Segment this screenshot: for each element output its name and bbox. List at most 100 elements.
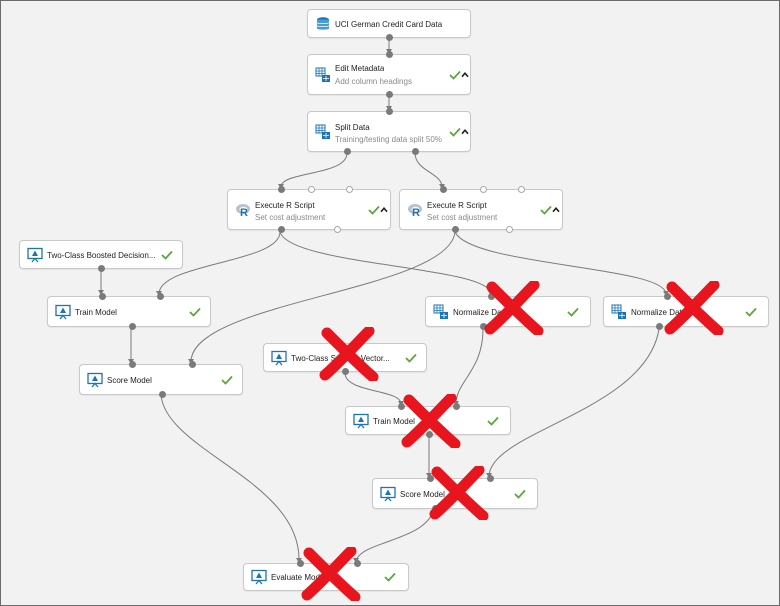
- check-icon: [449, 70, 461, 80]
- input-port[interactable]: [297, 560, 304, 567]
- edge-split-r1: [280, 152, 348, 188]
- input-port[interactable]: [346, 186, 353, 193]
- module-score-model-1[interactable]: Score Model: [79, 361, 243, 398]
- input-port[interactable]: [99, 293, 106, 300]
- module-split-data[interactable]: Split Data Training/testing data split 5…: [307, 108, 471, 155]
- module-normalize-data-1[interactable]: Normalize Data: [425, 293, 591, 330]
- module-comment: Add column headings: [335, 77, 412, 86]
- collapse-caret-icon[interactable]: [461, 128, 469, 134]
- output-port[interactable]: [342, 368, 349, 375]
- module-uci-german-credit-data[interactable]: UCI German Credit Card Data: [307, 9, 471, 41]
- table-transform-icon: [315, 124, 330, 139]
- module-execute-r-script-1[interactable]: R Execute R Script Set cost adjustment: [227, 186, 391, 233]
- output-port-right[interactable]: [412, 148, 419, 155]
- module-title: Two-Class Boosted Decision...: [47, 251, 156, 260]
- input-port[interactable]: [664, 293, 671, 300]
- edge-r2-norm2: [454, 231, 667, 295]
- input-port[interactable]: [386, 108, 393, 115]
- edge-score2-evaluate: [355, 508, 435, 562]
- output-port[interactable]: [278, 226, 285, 233]
- output-port[interactable]: [506, 226, 513, 233]
- module-title: Execute R Script: [255, 201, 315, 210]
- input-port[interactable]: [308, 186, 315, 193]
- module-title: Execute R Script: [427, 201, 487, 210]
- module-two-class-support-vector-machine[interactable]: Two-Class Support Vector...: [263, 343, 427, 375]
- output-port-left[interactable]: [344, 148, 351, 155]
- table-transform-icon: [315, 67, 330, 82]
- dataset-icon: [316, 16, 330, 30]
- edge-norm2-score2: [488, 328, 660, 477]
- check-icon: [189, 307, 201, 317]
- check-icon: [368, 205, 380, 215]
- table-transform-icon: [611, 304, 626, 319]
- module-title: Train Model: [373, 417, 415, 426]
- module-title: Split Data: [335, 123, 370, 132]
- module-edit-metadata[interactable]: Edit Metadata Add column headings: [307, 51, 471, 98]
- module-title: Score Model: [107, 376, 152, 385]
- input-port[interactable]: [189, 361, 196, 368]
- collapse-caret-icon[interactable]: [461, 71, 469, 77]
- output-port[interactable]: [386, 34, 393, 41]
- model-icon: [251, 569, 267, 585]
- output-port[interactable]: [426, 431, 433, 438]
- output-port[interactable]: [432, 505, 439, 512]
- edge-svm-train2: [344, 372, 402, 405]
- module-title: Edit Metadata: [335, 64, 385, 73]
- module-title: UCI German Credit Card Data: [335, 20, 443, 29]
- output-port[interactable]: [656, 323, 663, 330]
- edge-split-r2: [414, 152, 443, 188]
- collapse-caret-icon[interactable]: [380, 206, 388, 212]
- module-score-model-2[interactable]: Score Model: [372, 475, 538, 512]
- check-icon: [514, 489, 526, 499]
- input-port[interactable]: [427, 475, 434, 482]
- module-execute-r-script-2[interactable]: R Execute R Script Set cost adjustment: [399, 186, 563, 233]
- check-icon: [567, 307, 579, 317]
- input-port[interactable]: [278, 186, 285, 193]
- output-port[interactable]: [452, 226, 459, 233]
- output-port[interactable]: [480, 323, 487, 330]
- edge-r1-norm1: [279, 231, 492, 295]
- check-icon: [405, 353, 417, 363]
- input-port[interactable]: [518, 186, 525, 193]
- module-title: Two-Class Support Vector...: [291, 354, 390, 363]
- model-icon: [380, 486, 396, 501]
- model-icon: [27, 247, 43, 262]
- check-icon: [449, 127, 461, 137]
- output-port[interactable]: [129, 323, 136, 330]
- input-port[interactable]: [453, 403, 460, 410]
- module-two-class-boosted-decision-tree[interactable]: Two-Class Boosted Decision...: [19, 240, 183, 272]
- output-port[interactable]: [159, 391, 166, 398]
- check-icon: [384, 572, 396, 582]
- input-port[interactable]: [488, 293, 495, 300]
- r-language-icon: R: [408, 203, 422, 218]
- table-transform-icon: [433, 304, 448, 319]
- output-port[interactable]: [386, 91, 393, 98]
- check-icon: [540, 205, 552, 215]
- input-port[interactable]: [129, 361, 136, 368]
- module-comment: Set cost adjustment: [427, 213, 498, 222]
- module-evaluate-model[interactable]: Evaluate Model: [243, 560, 409, 591]
- module-train-model-2[interactable]: Train Model: [345, 403, 511, 438]
- output-port[interactable]: [334, 226, 341, 233]
- module-title: Train Model: [75, 308, 117, 317]
- module-title: Evaluate Model: [271, 573, 327, 582]
- r-language-icon: R: [236, 203, 250, 218]
- input-port[interactable]: [487, 475, 494, 482]
- edge-score1-evaluate: [160, 394, 300, 562]
- input-port[interactable]: [480, 186, 487, 193]
- module-normalize-data-2[interactable]: Normalize Data: [603, 293, 769, 330]
- input-port[interactable]: [398, 403, 405, 410]
- module-train-model-1[interactable]: Train Model: [47, 293, 211, 330]
- model-icon: [353, 413, 369, 428]
- edge-norm1-train2: [455, 328, 484, 405]
- svg-text:R: R: [412, 207, 420, 218]
- input-port[interactable]: [354, 560, 361, 567]
- output-port[interactable]: [98, 265, 105, 272]
- check-icon: [221, 375, 233, 385]
- input-port[interactable]: [440, 186, 447, 193]
- model-icon: [87, 372, 103, 387]
- input-port[interactable]: [386, 51, 393, 58]
- collapse-caret-icon[interactable]: [552, 206, 560, 212]
- input-port[interactable]: [157, 293, 164, 300]
